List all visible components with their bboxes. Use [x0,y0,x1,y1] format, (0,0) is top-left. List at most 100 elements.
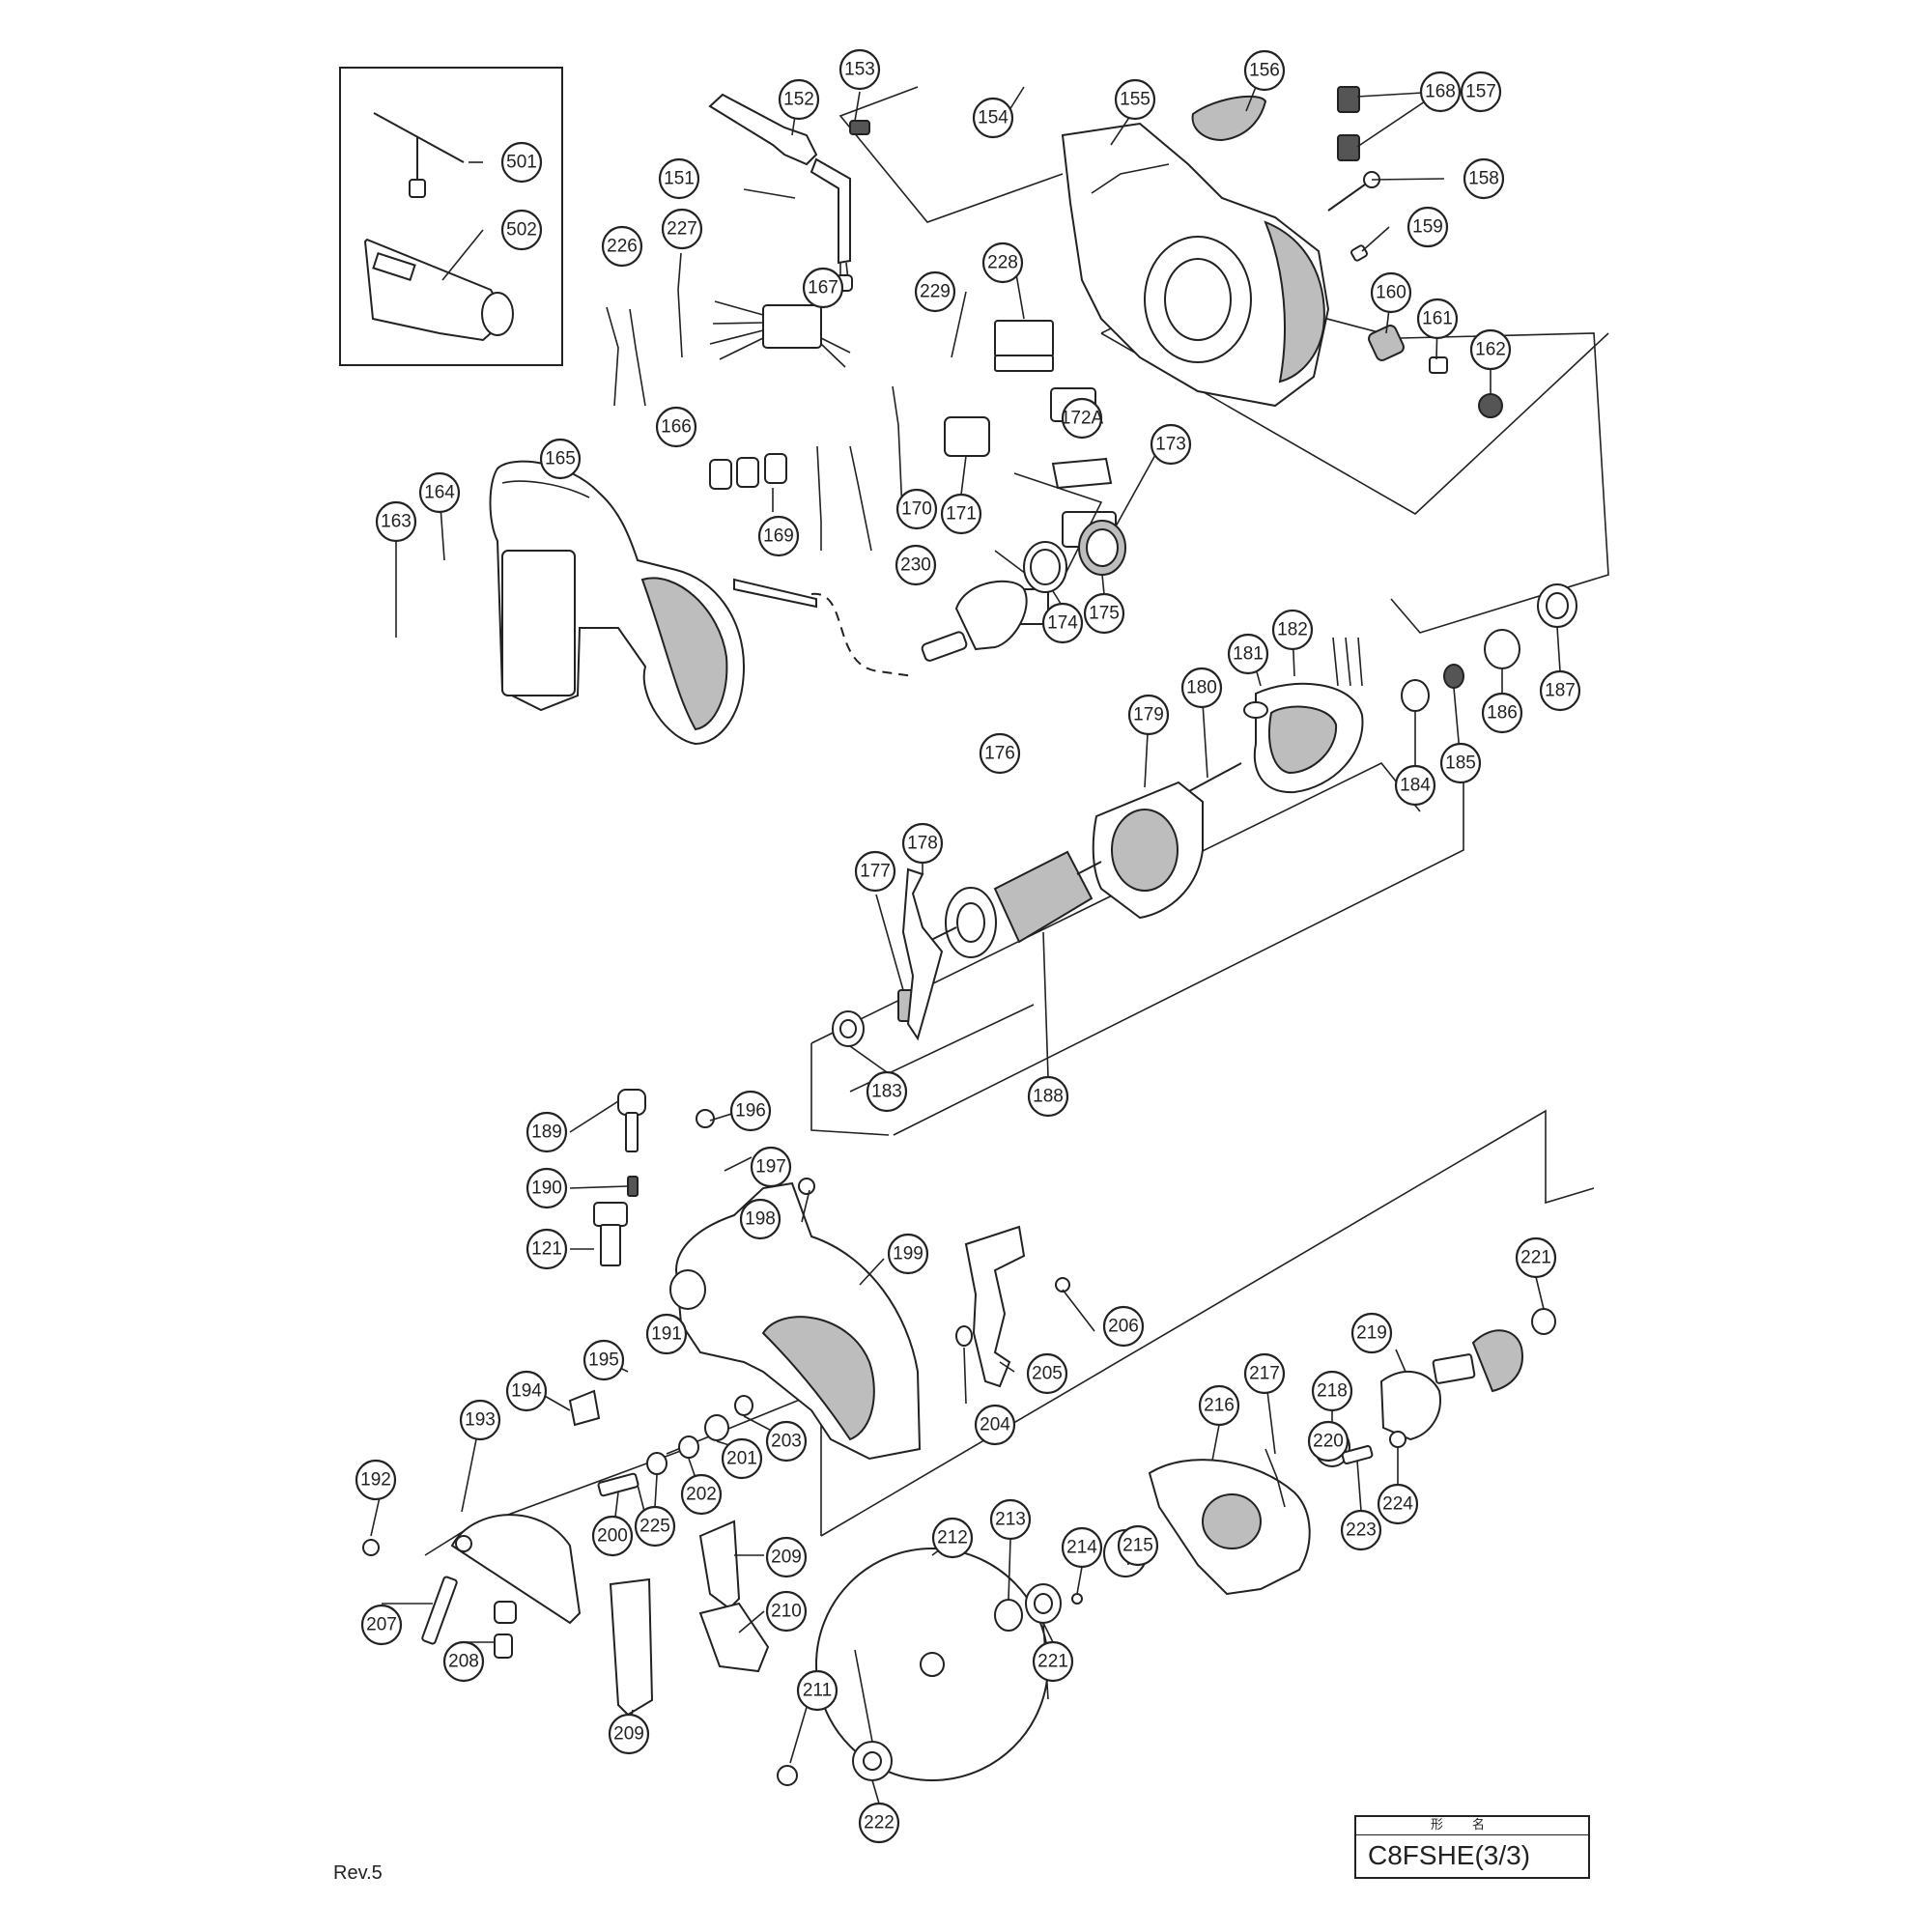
callout-circle [895,488,938,530]
callout-218: 218 [1311,1370,1353,1412]
callout-circle [500,209,543,251]
callout-circle [802,267,844,309]
callout-circle [866,1070,908,1113]
revision-label: Rev.5 [333,1862,383,1884]
callout-177: 177 [854,850,896,893]
callout-181: 181 [1227,633,1269,675]
callout-label: 165 [545,449,576,469]
callout-circle [895,544,937,586]
callout-label: 196 [735,1101,766,1122]
callout-circle [655,406,697,448]
hex-wrench-drawing [373,112,465,198]
callout-circle [981,242,1024,284]
callout-156: 156 [1243,49,1286,92]
callout-circle [601,225,643,268]
callout-161: 161 [1416,298,1459,340]
callout-circle [1032,1640,1074,1683]
callout-label: 502 [506,220,537,241]
callout-circle [608,1713,650,1755]
callout-208: 208 [442,1640,485,1683]
callout-121: 121 [526,1228,568,1270]
callout-180: 180 [1180,667,1223,709]
switch-handle-drawing [708,93,851,281]
callout-circle [1150,423,1192,466]
callout-circle [721,1437,763,1480]
terminal-block-drawing [994,320,1054,372]
callout-label: 213 [995,1510,1026,1530]
callout-label: 216 [1204,1396,1235,1416]
callout-circle [739,1198,781,1240]
callout-160: 160 [1370,271,1412,314]
callout-186: 186 [1481,692,1523,734]
callout-label: 173 [1155,435,1186,455]
callout-label: 189 [531,1122,562,1143]
callout-188: 188 [1027,1075,1069,1118]
callout-151: 151 [658,157,700,200]
lower-guard-drawing [1148,1448,1311,1596]
callout-label: 121 [531,1239,562,1260]
callout-circle [750,1146,792,1188]
callout-label: 160 [1376,283,1406,303]
dust-bag-drawing [363,238,514,342]
callout-label: 182 [1277,620,1308,640]
callout-label: 194 [511,1381,542,1402]
callout-label: 187 [1545,681,1576,701]
ball-bearing-drawing [832,1010,865,1047]
callout-circle [360,1604,403,1646]
callout-183: 183 [866,1070,908,1113]
callout-circle [940,493,982,535]
callout-label: 201 [726,1449,757,1469]
callout-175: 175 [1083,592,1125,635]
callout-153: 153 [838,48,881,91]
callout-222: 222 [858,1802,900,1844]
callout-circle [887,1233,929,1275]
callout-label: 230 [900,555,931,576]
callout-158: 158 [1463,157,1505,200]
callout-circle [974,1404,1016,1446]
callout-label: 220 [1313,1432,1344,1452]
callout-circle [355,1459,397,1501]
callout-circle [1515,1236,1557,1279]
callout-label: 202 [686,1485,717,1505]
callout-200: 200 [591,1515,634,1557]
callout-501: 501 [500,141,543,184]
callout-circle [539,438,582,480]
callout-circle [1061,397,1103,440]
callout-label: 212 [937,1528,968,1548]
callout-circle [765,1420,808,1463]
callout-label: 225 [639,1517,670,1537]
callout-187: 187 [1539,669,1581,712]
callout-label: 195 [588,1350,619,1371]
callout-195: 195 [582,1339,625,1381]
callout-circle [1481,692,1523,734]
callout-label: 221 [1520,1248,1551,1268]
tapping-screw-drawing [1327,171,1380,212]
callout-label: 222 [864,1813,895,1833]
callout-circle [1127,694,1170,736]
callout-label: 161 [1422,309,1453,329]
callout-circle [1243,1352,1286,1395]
callout-circle [375,500,417,543]
callout-224: 224 [1377,1483,1419,1525]
callout-label: 209 [613,1724,644,1745]
callout-label: 166 [661,417,692,438]
callout-circle [1026,1352,1068,1395]
gear-case-drawing [669,1181,922,1461]
callout-circle [854,850,896,893]
callout-167: 167 [802,267,844,309]
callout-circle [1102,1305,1145,1348]
callout-circle [442,1640,485,1683]
armature-drawing [907,850,1102,958]
callout-circle [526,1228,568,1270]
cord-dashed-line [810,592,914,677]
callout-label: 192 [360,1470,391,1491]
callout-157: 157 [1460,71,1502,113]
callout-label: 207 [366,1615,397,1635]
callout-163: 163 [375,500,417,543]
callout-label: 151 [664,169,695,189]
callout-202: 202 [680,1473,723,1516]
callout-circle [972,97,1014,139]
callout-199: 199 [887,1233,929,1275]
callout-210: 210 [765,1590,808,1633]
